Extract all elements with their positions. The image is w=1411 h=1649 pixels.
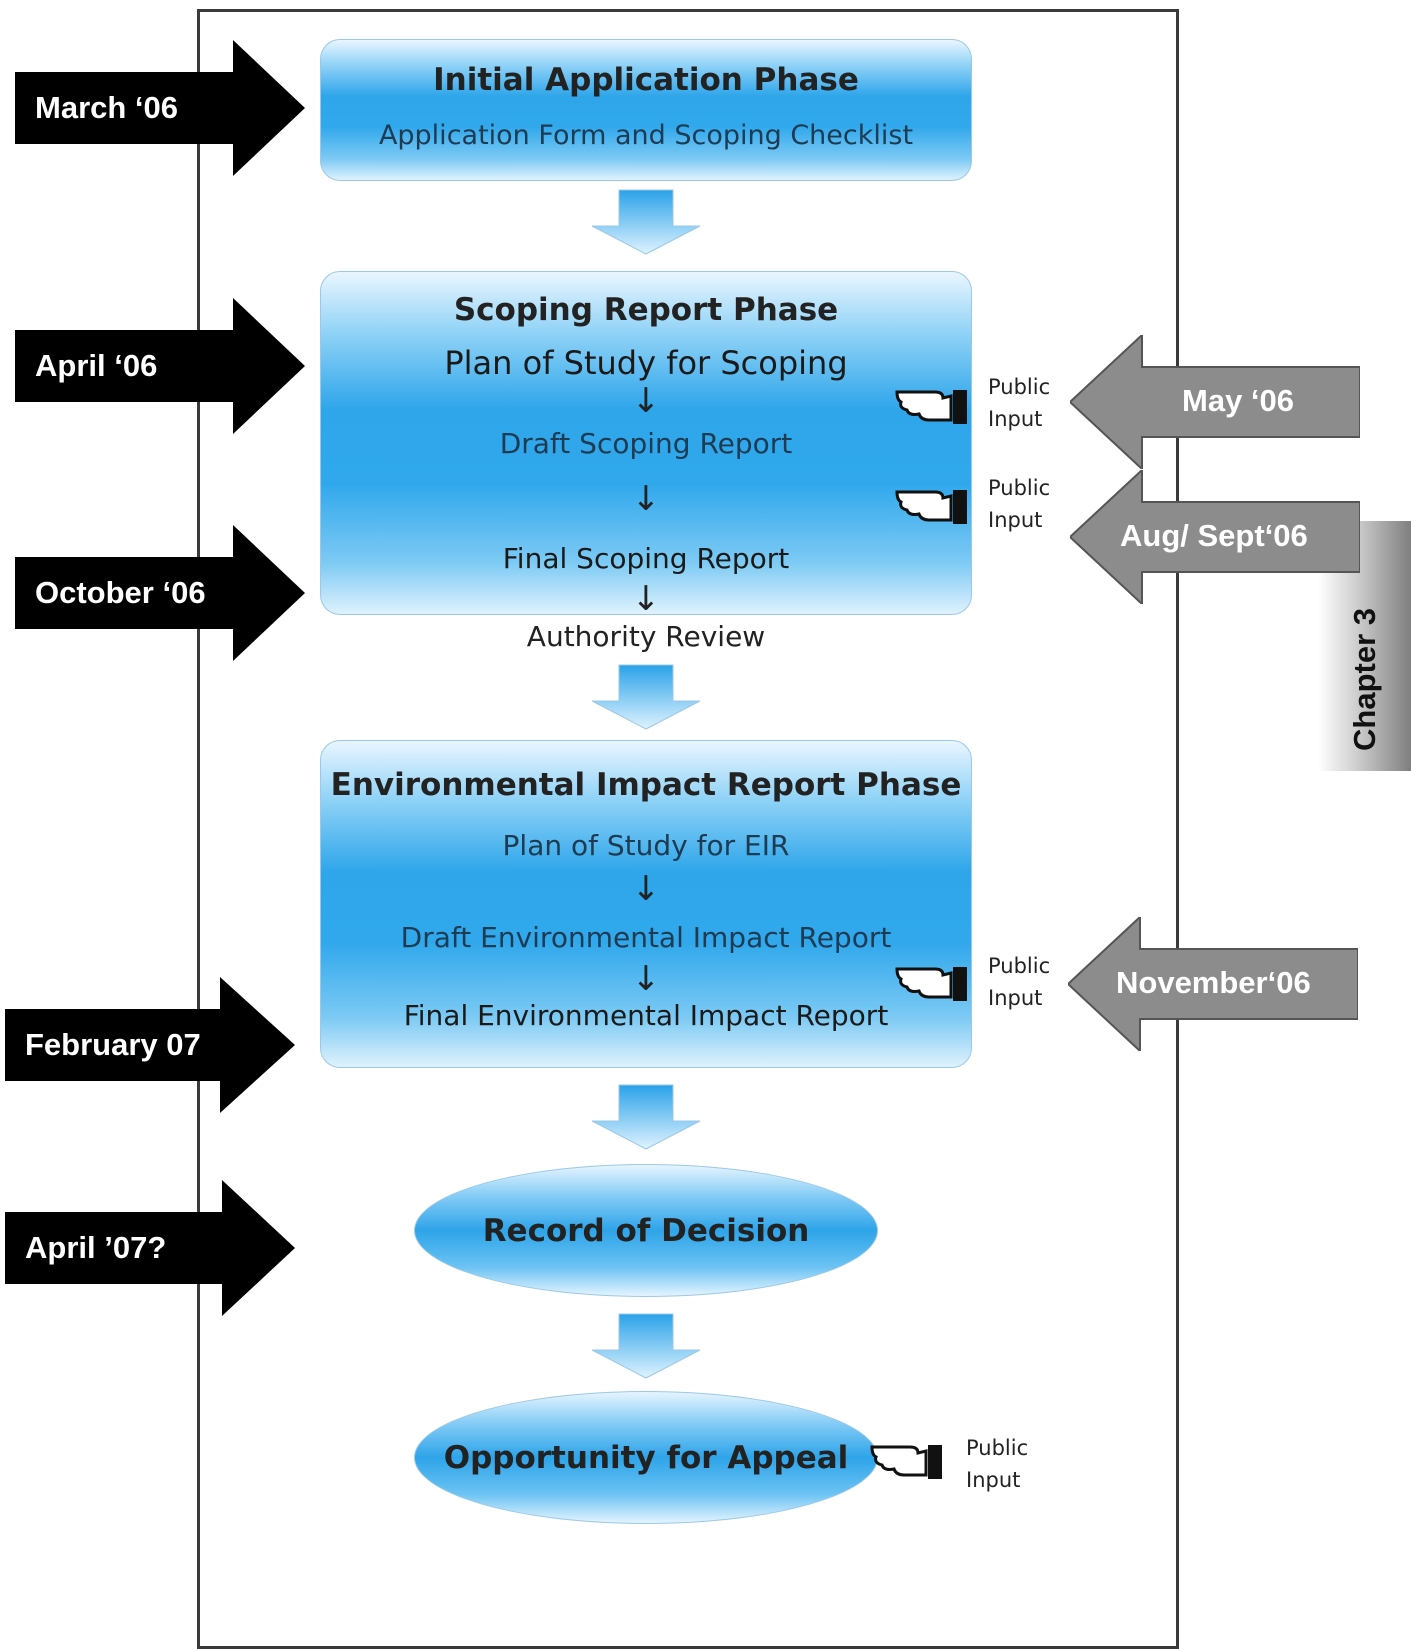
scoping-line3: Final Scoping Report	[502, 542, 790, 575]
pointing-hand-icon	[895, 390, 967, 424]
opportunity-for-appeal: Opportunity for Appeal	[414, 1391, 878, 1524]
scoping-phase-title: Scoping Report Phase	[453, 292, 839, 328]
eir-phase: Environmental Impact Report Phase Plan o…	[320, 740, 972, 1068]
date-arrow-march-06: March ‘06	[15, 40, 305, 180]
down-arrow-icon	[591, 664, 701, 730]
date-arrow-april-07: April ’07?	[5, 1180, 295, 1320]
date-label: November‘06	[1116, 965, 1311, 1000]
date-label: March ‘06	[35, 90, 179, 125]
date-label: April ’07?	[25, 1230, 167, 1265]
pointing-hand-icon	[895, 967, 967, 1001]
down-arrow-icon	[591, 189, 701, 255]
down-arrow-icon	[591, 1313, 701, 1379]
scoping-report-phase: Scoping Report Phase Plan of Study for S…	[320, 271, 972, 619]
initial-phase-title: Initial Application Phase	[433, 62, 859, 98]
date-arrow-may-06: May ‘06	[1068, 332, 1361, 473]
scoping-line1: Plan of Study for Scoping	[444, 344, 848, 382]
chapter-tab-label: Chapter 3	[1347, 608, 1382, 751]
down-arrow-icon: ↓	[631, 381, 661, 421]
eir-line2: Draft Environmental Impact Report	[400, 921, 892, 954]
pointing-hand-icon	[895, 490, 967, 524]
date-arrow-november-06: November‘06	[1066, 914, 1359, 1055]
date-label: April ‘06	[35, 348, 158, 383]
date-label: Aug/ Sept‘06	[1120, 518, 1308, 553]
scoping-line2: Draft Scoping Report	[499, 427, 793, 460]
initial-application-phase: Initial Application Phase Application Fo…	[320, 39, 972, 181]
pointing-hand-icon	[870, 1445, 942, 1479]
eir-line1: Plan of Study for EIR	[502, 829, 790, 862]
down-arrow-icon: ↓	[631, 959, 661, 999]
eir-line3: Final Environmental Impact Report	[403, 999, 889, 1032]
date-arrow-aug-sept-06: Aug/ Sept‘06	[1068, 467, 1361, 608]
authority-review: Authority Review	[526, 620, 766, 653]
eir-phase-title: Environmental Impact Report Phase	[330, 767, 962, 803]
down-arrow-icon: ↓	[631, 869, 661, 909]
svg-text:Chapter 3: Chapter 3	[1347, 608, 1382, 751]
date-label: February 07	[25, 1027, 201, 1062]
date-arrow-april-06: April ‘06	[15, 298, 305, 438]
date-label: October ‘06	[35, 575, 206, 610]
date-label: May ‘06	[1182, 383, 1295, 418]
record-of-decision: Record of Decision	[414, 1164, 878, 1297]
down-arrow-icon: ↓	[631, 579, 661, 619]
initial-phase-line1: Application Form and Scoping Checklist	[378, 120, 914, 151]
date-arrow-october-06: October ‘06	[15, 525, 305, 665]
down-arrow-icon: ↓	[631, 479, 661, 519]
date-arrow-february-07: February 07	[5, 977, 295, 1117]
down-arrow-icon	[591, 1084, 701, 1150]
